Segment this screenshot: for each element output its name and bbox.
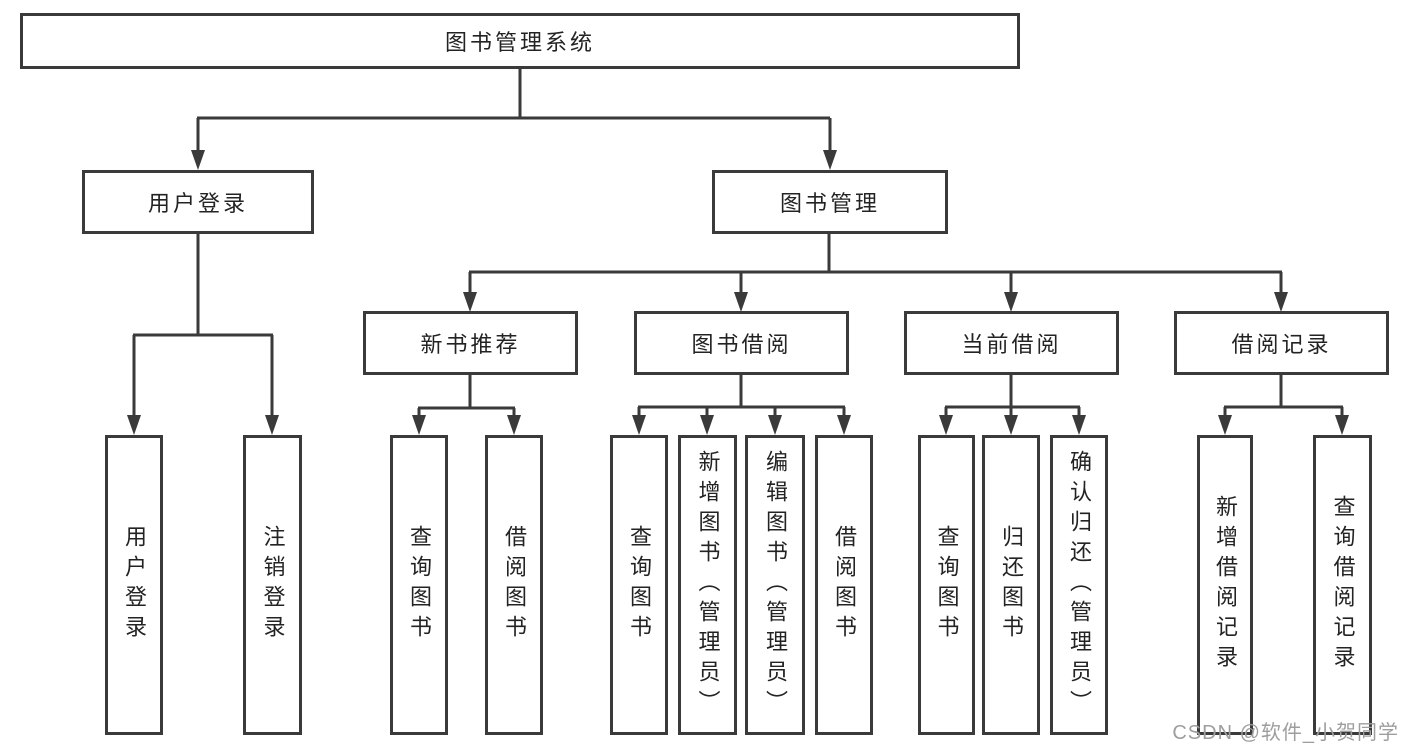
node-borrowing-records: 借阅记录 <box>1174 311 1389 375</box>
node-label: 查询图书 <box>407 525 432 645</box>
node-query-books-current: 查询图书 <box>918 435 975 735</box>
node-book-borrowing: 图书借阅 <box>634 311 849 375</box>
node-user-login: 用户登录 <box>82 170 314 234</box>
node-confirm-return-admin: 确认归还（管理员） <box>1050 435 1108 735</box>
node-label: 图书管理系统 <box>444 30 595 55</box>
node-add-books-admin: 新增图书（管理员） <box>678 435 737 735</box>
node-query-borrow-record: 查询借阅记录 <box>1313 435 1372 735</box>
node-label: 查询图书 <box>934 525 960 645</box>
node-label: 查询图书 <box>627 525 652 645</box>
node-return-books: 归还图书 <box>982 435 1040 735</box>
edges-book-borrowing <box>637 374 846 417</box>
node-label: 归还图书 <box>999 525 1024 645</box>
node-add-borrow-record: 新增借阅记录 <box>1197 435 1253 735</box>
node-label: 图书管理 <box>779 191 880 216</box>
edges-borrow-records <box>1223 374 1344 417</box>
node-new-book-recommendation: 新书推荐 <box>363 311 578 375</box>
node-current-borrowing: 当前借阅 <box>904 311 1119 375</box>
node-query-books-borrowing: 查询图书 <box>610 435 668 735</box>
node-label: 新增图书（管理员） <box>695 450 721 720</box>
node-label: 用户登录 <box>147 191 248 216</box>
node-book-management: 图书管理 <box>712 170 948 234</box>
node-label: 新增借阅记录 <box>1213 495 1238 675</box>
node-label: 确认归还（管理员） <box>1067 450 1092 720</box>
node-query-books-recommend: 查询图书 <box>390 435 448 735</box>
node-user-login-leaf: 用户登录 <box>105 435 163 735</box>
node-edit-books-admin: 编辑图书（管理员） <box>745 435 805 735</box>
node-label: 查询借阅记录 <box>1330 495 1356 675</box>
node-label: 用户登录 <box>122 525 147 645</box>
node-label: 注销登录 <box>260 525 286 645</box>
node-borrow-books-recommend: 借阅图书 <box>485 435 543 735</box>
node-label: 借阅图书 <box>502 525 527 645</box>
edges-root <box>196 68 832 152</box>
node-label: 借阅记录 <box>1231 332 1332 357</box>
node-label: 新书推荐 <box>420 332 521 357</box>
edges-user-login <box>132 233 274 417</box>
node-label: 借阅图书 <box>832 525 857 645</box>
node-borrow-books-borrowing: 借阅图书 <box>815 435 873 735</box>
node-logout-leaf: 注销登录 <box>243 435 302 735</box>
node-label: 编辑图书（管理员） <box>763 450 788 720</box>
node-label: 图书借阅 <box>691 332 792 357</box>
edges-new-book <box>417 374 516 417</box>
csdn-watermark: CSDN @软件_小贺同学 <box>1172 722 1399 744</box>
arrowheads <box>127 150 1349 435</box>
edges-current-borrowing <box>944 374 1081 417</box>
edges-book-management <box>468 233 1283 294</box>
node-label: 当前借阅 <box>961 332 1062 357</box>
node-root-library-system: 图书管理系统 <box>20 13 1020 69</box>
